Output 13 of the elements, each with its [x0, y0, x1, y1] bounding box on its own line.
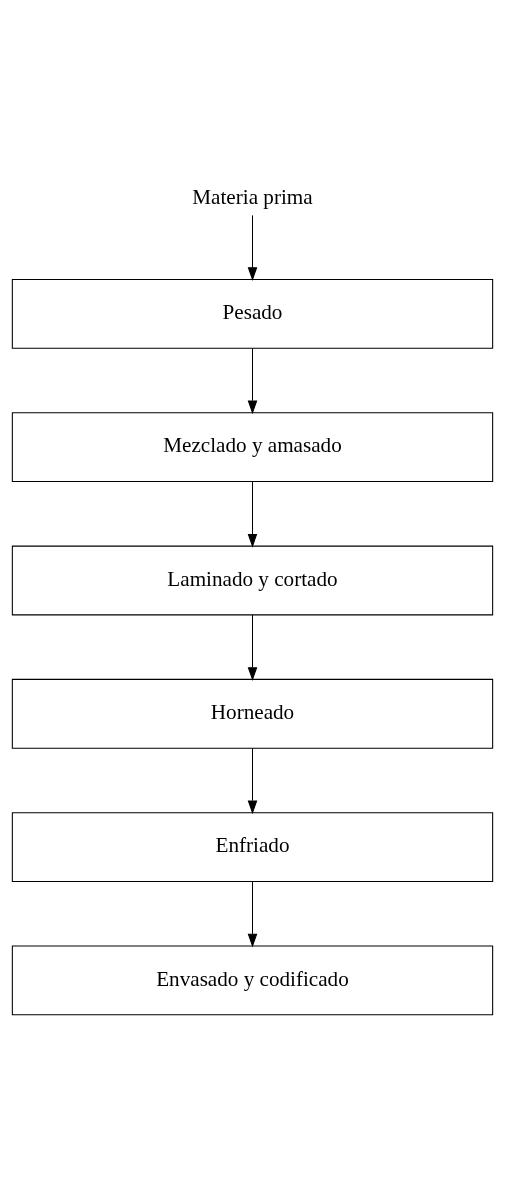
- arrow: [247, 480, 258, 548]
- node-box: Laminado y cortado: [11, 545, 494, 615]
- arrow: [247, 347, 258, 414]
- node-text: Materia prima: [192, 184, 313, 209]
- arrow: [247, 613, 258, 681]
- node-box: Pesado: [11, 278, 494, 349]
- node-box: Enfriado: [11, 811, 494, 882]
- node-box: Horneado: [11, 678, 494, 749]
- node-box: Envasado y codificado: [11, 944, 494, 1015]
- arrow: [247, 214, 258, 281]
- arrow: [247, 880, 258, 948]
- arrow: [247, 747, 258, 814]
- node-box: Mezclado y amasado: [11, 411, 494, 482]
